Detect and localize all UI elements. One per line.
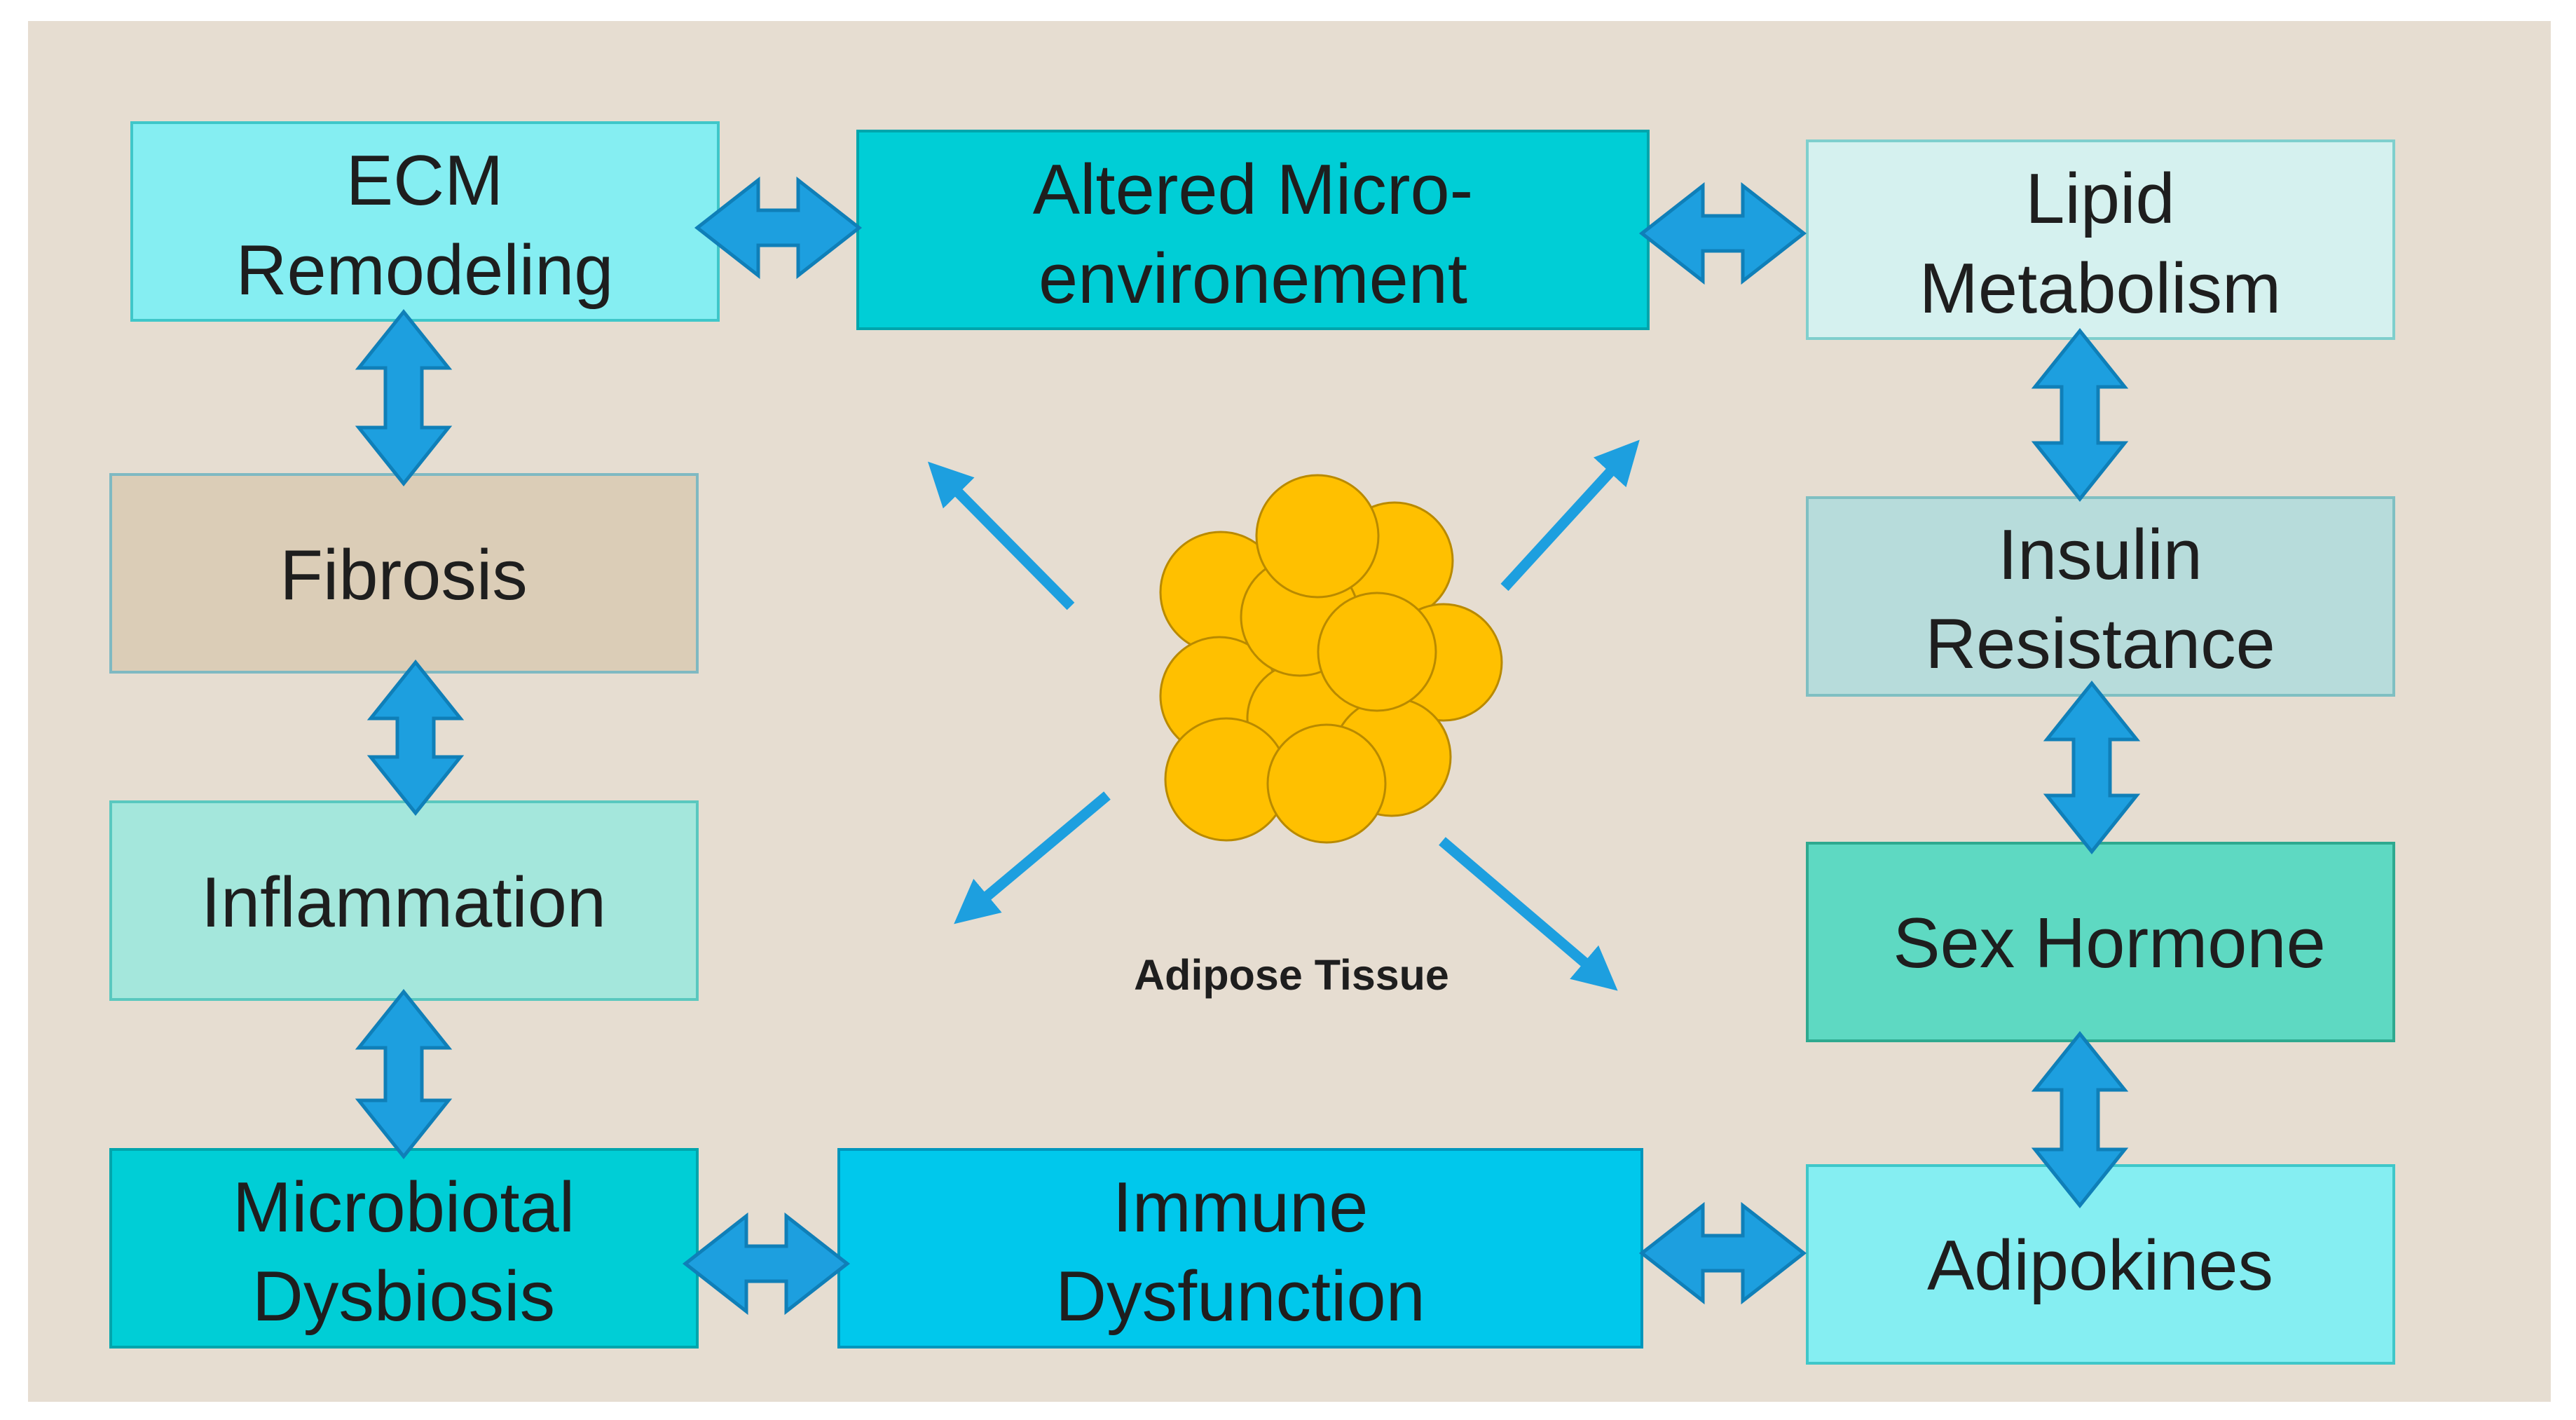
box-lipid-metabolism-line1: Lipid xyxy=(2025,160,2174,238)
box-ecm-remodeling-line2: Remodeling xyxy=(236,231,614,310)
box-altered-microenvironment: Altered Micro- environement xyxy=(856,130,1650,330)
connector-fibrosis-inflammation-arrow xyxy=(366,659,465,817)
box-microbiotal-dysbiosis-line1: Microbiotal xyxy=(233,1168,575,1247)
connector-lipid-insulin-arrow xyxy=(2031,327,2129,503)
box-sex-hormone-shape xyxy=(1806,842,2395,1042)
box-immune-dysfunction: Immune Dysfunction xyxy=(837,1148,1643,1349)
box-insulin-resistance: Insulin Resistance xyxy=(1806,496,2395,697)
connector-immune-adipokines-arrow xyxy=(1638,1201,1807,1305)
box-fibrosis: Fibrosis xyxy=(109,473,699,674)
box-immune-dysfunction-line2: Dysfunction xyxy=(1055,1257,1425,1336)
connector-ecm-fibrosis-arrow xyxy=(355,308,453,487)
adipose-cell xyxy=(1266,723,1387,844)
adipose-cell-cluster xyxy=(1159,474,1503,844)
connector-altered-lipid-arrow xyxy=(1638,182,1807,285)
box-adipokines-shape xyxy=(1806,1164,2395,1365)
connector-insulin-sexhormone-arrow xyxy=(2043,680,2141,855)
radial-arrow-upper-left xyxy=(927,461,1075,610)
box-ecm-remodeling: ECM Remodeling xyxy=(130,121,720,322)
connector-inflammation-microbiotal-arrow xyxy=(355,988,453,1160)
adipose-cell xyxy=(1317,592,1437,712)
box-altered-microenvironment-line1: Altered Micro- xyxy=(1033,151,1474,229)
adipose-cell xyxy=(1255,474,1380,599)
box-lipid-metabolism-line2: Metabolism xyxy=(1919,250,2281,328)
box-adipokines-line1: Adipokines xyxy=(1927,1227,2273,1305)
connector-microbiotal-immune-arrow xyxy=(682,1212,851,1316)
box-ecm-remodeling-shape xyxy=(130,121,720,322)
radial-arrow-upper-right xyxy=(1500,439,1640,592)
box-altered-microenvironment-line2: environement xyxy=(1039,240,1467,318)
box-inflammation-line1: Inflammation xyxy=(201,863,606,942)
box-lipid-metabolism: Lipid Metabolism xyxy=(1806,139,2395,340)
box-immune-dysfunction-line1: Immune xyxy=(1113,1168,1369,1247)
radial-arrow-lower-right xyxy=(1439,837,1618,991)
box-immune-dysfunction-shape xyxy=(837,1148,1643,1349)
box-microbiotal-dysbiosis: Microbiotal Dysbiosis xyxy=(109,1148,699,1349)
box-lipid-metabolism-shape xyxy=(1806,139,2395,340)
box-ecm-remodeling-line1: ECM xyxy=(346,142,503,220)
adipose-tissue-label: Adipose Tissue xyxy=(1134,951,1449,999)
box-insulin-resistance-line2: Resistance xyxy=(1925,605,2275,683)
box-altered-microenvironment-shape xyxy=(856,130,1650,330)
connector-sexhormone-adipokines-arrow xyxy=(2031,1030,2129,1209)
box-sex-hormone-line1: Sex Hormone xyxy=(1893,904,2326,983)
box-sex-hormone: Sex Hormone xyxy=(1806,842,2395,1042)
box-inflammation: Inflammation xyxy=(109,800,699,1001)
box-microbiotal-dysbiosis-shape xyxy=(109,1148,699,1349)
box-adipokines: Adipokines xyxy=(1806,1164,2395,1365)
radial-arrow-lower-left xyxy=(954,791,1111,924)
box-fibrosis-shape xyxy=(109,473,699,674)
box-insulin-resistance-line1: Insulin xyxy=(1998,516,2202,594)
box-microbiotal-dysbiosis-line2: Dysbiosis xyxy=(252,1257,555,1336)
connector-ecm-altered-arrow xyxy=(694,176,863,280)
box-fibrosis-line1: Fibrosis xyxy=(280,536,528,615)
